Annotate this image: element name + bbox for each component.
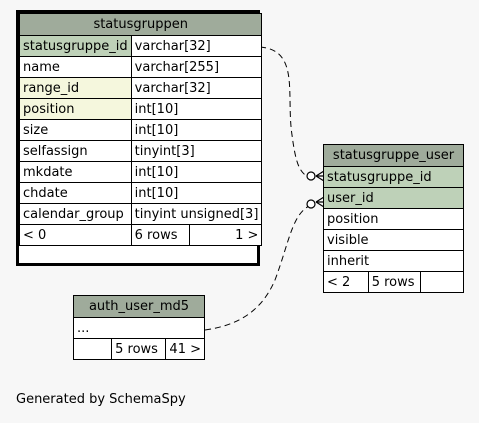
relation-end-circle [306,171,316,181]
column-row[interactable]: user_id [323,187,464,209]
column-row[interactable]: position [323,208,464,230]
column-name[interactable]: statusgruppe_id [19,35,132,57]
relation-statusgruppen-to-statusgruppe-user [259,46,317,179]
row-count: 5 rows [367,271,421,293]
column-name[interactable]: mkdate [19,161,132,183]
relation-crowfoot [315,170,325,182]
parents-count[interactable]: < 0 [19,224,132,246]
column-type: varchar[32] [130,77,263,99]
column-name[interactable]: position [323,208,464,230]
column-type: int[10] [130,98,263,120]
table-title[interactable]: statusgruppe_user [323,144,464,167]
row-count: 5 rows [111,338,166,360]
column-name[interactable]: inherit [323,250,464,272]
column-name[interactable]: statusgruppe_id [323,166,464,188]
column-name[interactable]: position [19,98,132,120]
column-name[interactable]: size [19,119,132,141]
column-row[interactable]: ... [73,317,205,339]
column-row[interactable]: statusgruppe_id [323,166,464,188]
table-title[interactable]: auth_user_md5 [73,295,205,318]
column-type: int[10] [130,182,263,204]
column-type: varchar[255] [130,56,263,78]
table-title[interactable]: statusgruppen [18,13,263,36]
column-name[interactable]: user_id [323,187,464,209]
children-count[interactable]: 1 > [189,224,263,246]
column-row[interactable]: visible [323,229,464,251]
column-type: int[10] [130,161,263,183]
column-name[interactable]: visible [323,229,464,251]
parents-count[interactable] [72,338,113,360]
row-count: 6 rows [130,224,191,246]
column-type: varchar[32] [130,35,263,57]
parents-count[interactable]: < 2 [323,271,369,293]
column-name[interactable]: ... [73,317,205,339]
column-name[interactable]: chdate [19,182,132,204]
column-name[interactable]: range_id [19,77,132,99]
children-count[interactable] [419,271,465,293]
column-type: int[10] [130,119,263,141]
column-row[interactable]: inherit [323,250,464,272]
column-name[interactable]: calendar_group [19,203,132,225]
children-count[interactable]: 41 > [165,338,205,360]
column-name[interactable]: name [19,56,132,78]
column-name[interactable]: selfassign [19,140,132,162]
column-type: tinyint[3] [130,140,263,162]
generated-by-label: Generated by SchemaSpy [16,392,186,407]
relation-crowfoot [315,196,325,208]
relation-auth-user-to-statusgruppe-user [204,203,314,331]
column-type: tinyint unsigned[3] [130,203,263,225]
relation-end-circle [306,199,316,209]
